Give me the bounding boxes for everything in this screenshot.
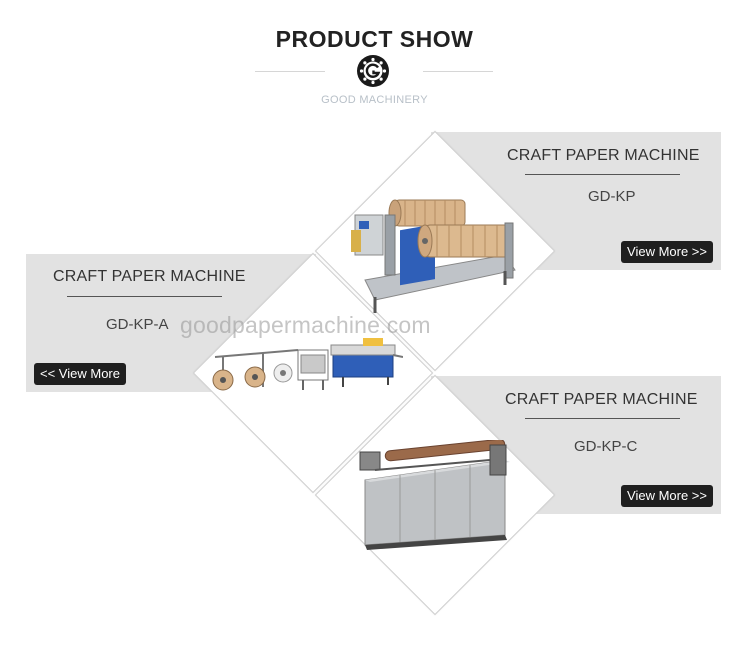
watermark-text: goodpapermachine.com bbox=[180, 312, 431, 338]
slitting-machine-image[interactable] bbox=[345, 185, 525, 320]
title-divider-right bbox=[423, 71, 493, 72]
product-model: GD-KP bbox=[588, 188, 636, 205]
company-name: GOOD MACHINERY bbox=[321, 94, 428, 106]
title-divider-left bbox=[255, 71, 325, 72]
paper-tube-line-image[interactable] bbox=[203, 335, 403, 400]
tube-cutting-machine-image[interactable] bbox=[355, 440, 515, 560]
product-title-divider bbox=[67, 296, 222, 297]
page-title: PRODUCT SHOW bbox=[275, 26, 474, 52]
product-title-divider bbox=[525, 174, 680, 175]
product-model: GD-KP-C bbox=[574, 438, 638, 455]
product-title: CRAFT PAPER MACHINE bbox=[507, 147, 700, 164]
product-title: CRAFT PAPER MACHINE bbox=[53, 268, 246, 285]
company-logo-icon bbox=[357, 55, 389, 87]
product-title: CRAFT PAPER MACHINE bbox=[505, 391, 698, 408]
view-more-button[interactable]: View More >> bbox=[621, 241, 713, 263]
product-title-divider bbox=[525, 418, 680, 419]
product-model: GD-KP-A bbox=[106, 316, 169, 333]
view-more-button[interactable]: << View More bbox=[34, 363, 126, 385]
view-more-button[interactable]: View More >> bbox=[621, 485, 713, 507]
